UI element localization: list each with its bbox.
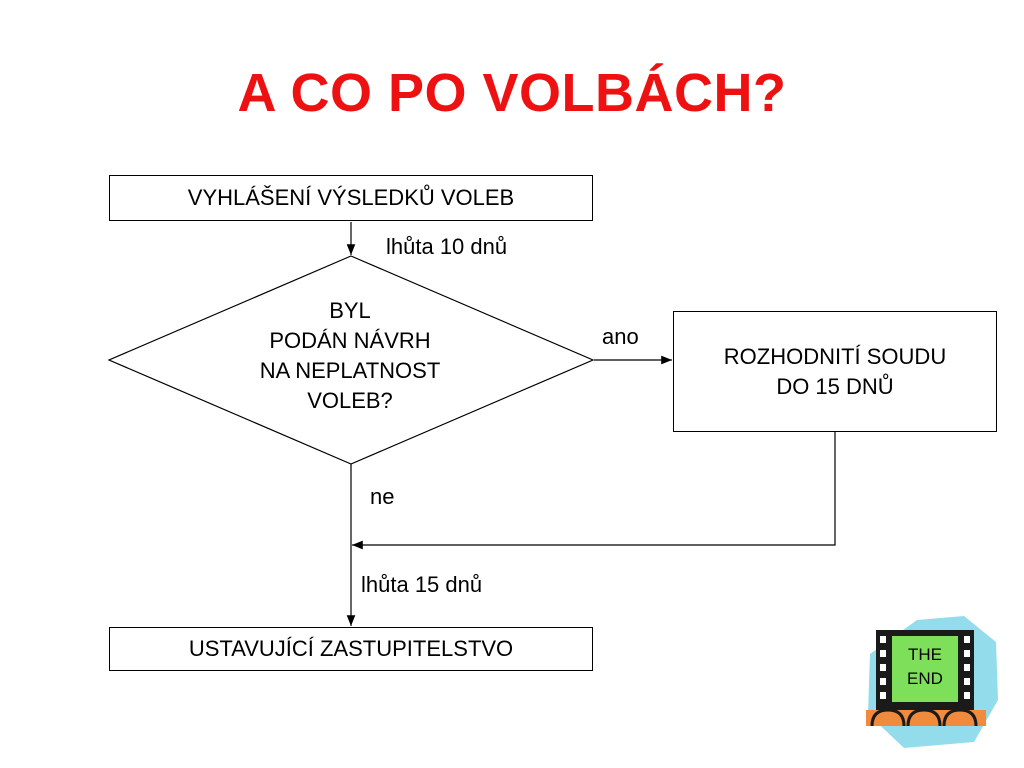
deadline-15-days-label: lhůta 15 dnů	[361, 572, 483, 597]
seat-row	[866, 710, 986, 726]
court-line: ROZHODNITÍ SOUDU	[723, 344, 947, 370]
deadline-10-days-label: lhůta 10 dnů	[386, 234, 508, 259]
decision-line: VOLEB?	[307, 388, 393, 413]
announcement-box: VYHLÁŠENÍ VÝSLEDKŮ VOLEB	[109, 175, 593, 221]
court-line: DO 15 DNŮ	[776, 373, 894, 399]
film-screen	[892, 636, 958, 702]
arrow-court-to-merge	[352, 432, 836, 550]
decision-line: NA NEPLATNOST	[259, 358, 441, 383]
clipart-end-text: END	[907, 669, 943, 688]
decision-line: BYL	[329, 298, 371, 323]
film-perforations	[880, 636, 970, 699]
clipart-the-text: THE	[908, 645, 942, 664]
court-decision-box: ROZHODNITÍ SOUDU DO 15 DNŮ	[673, 311, 997, 432]
page-title: A CO PO VOLBÁCH?	[237, 63, 787, 123]
decision-line: PODÁN NÁVRH	[269, 328, 431, 353]
seat-backs-icon	[870, 708, 978, 727]
no-label: ne	[370, 484, 395, 509]
decision-text: BYL PODÁN NÁVRH NA NEPLATNOST VOLEB?	[205, 296, 495, 416]
constituent-assembly-box: USTAVUJÍCÍ ZASTUPITELSTVO	[109, 627, 593, 671]
yes-label: ano	[602, 324, 639, 349]
the-end-clipart: THE END	[866, 616, 998, 748]
